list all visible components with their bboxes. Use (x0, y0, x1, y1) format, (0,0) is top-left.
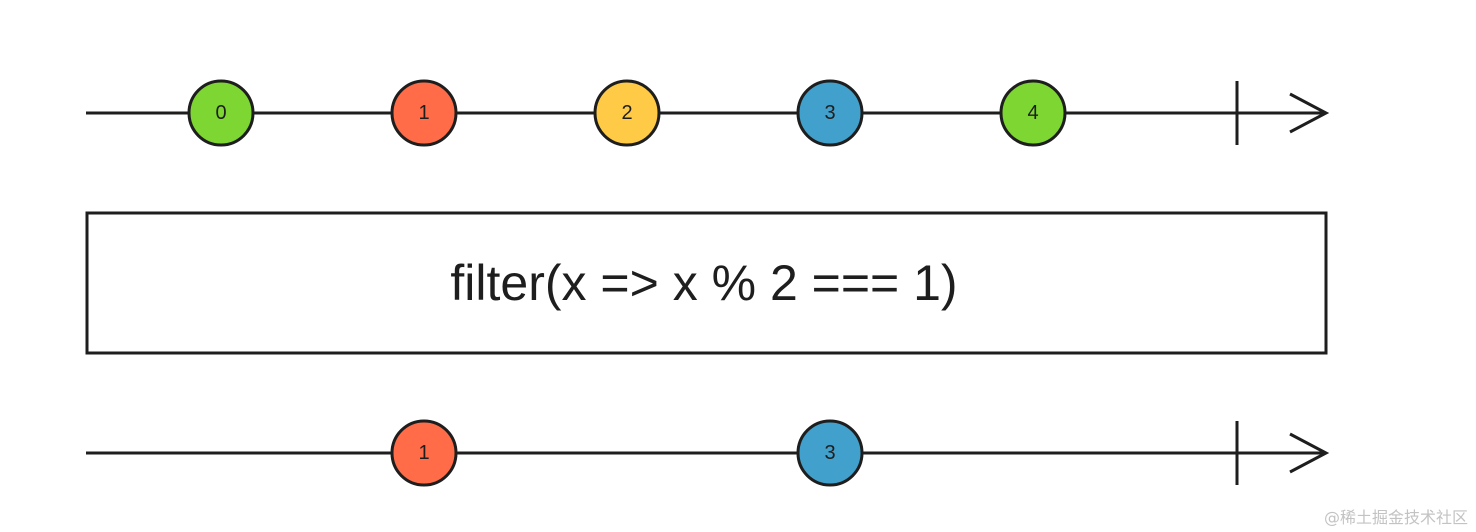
watermark: @稀土掘金技术社区 (1323, 508, 1468, 527)
output-marble-label: 1 (418, 442, 429, 464)
input-marble: 1 (390, 79, 458, 147)
input-marble: 2 (593, 79, 661, 147)
input-arrowhead-icon (1289, 92, 1330, 134)
input-marble-label: 4 (1027, 102, 1038, 124)
input-marble: 0 (187, 79, 255, 147)
input-marble-circle (796, 79, 864, 147)
input-marble: 4 (999, 79, 1067, 147)
output-stream: 1 3 (86, 419, 1330, 487)
input-marble-circle (390, 79, 458, 147)
operator: filter(x => x % 2 === 1) (85, 211, 1328, 355)
operator-label: filter(x => x % 2 === 1) (450, 255, 957, 311)
input-marble-label: 1 (418, 102, 429, 124)
input-stream: 0 1 2 3 4 (86, 79, 1330, 147)
operator-box (85, 211, 1328, 355)
output-arrowhead-icon (1289, 432, 1330, 474)
output-marble: 3 (796, 419, 864, 487)
input-marble-label: 3 (824, 102, 835, 124)
input-marble: 3 (796, 79, 864, 147)
output-marble-circle (390, 419, 458, 487)
output-marble-label: 3 (824, 442, 835, 464)
input-marble-circle (187, 79, 255, 147)
output-marble-circle (796, 419, 864, 487)
input-marble-label: 2 (621, 102, 632, 124)
input-marble-circle (593, 79, 661, 147)
input-marble-label: 0 (215, 102, 226, 124)
output-marble: 1 (390, 419, 458, 487)
input-marble-circle (999, 79, 1067, 147)
